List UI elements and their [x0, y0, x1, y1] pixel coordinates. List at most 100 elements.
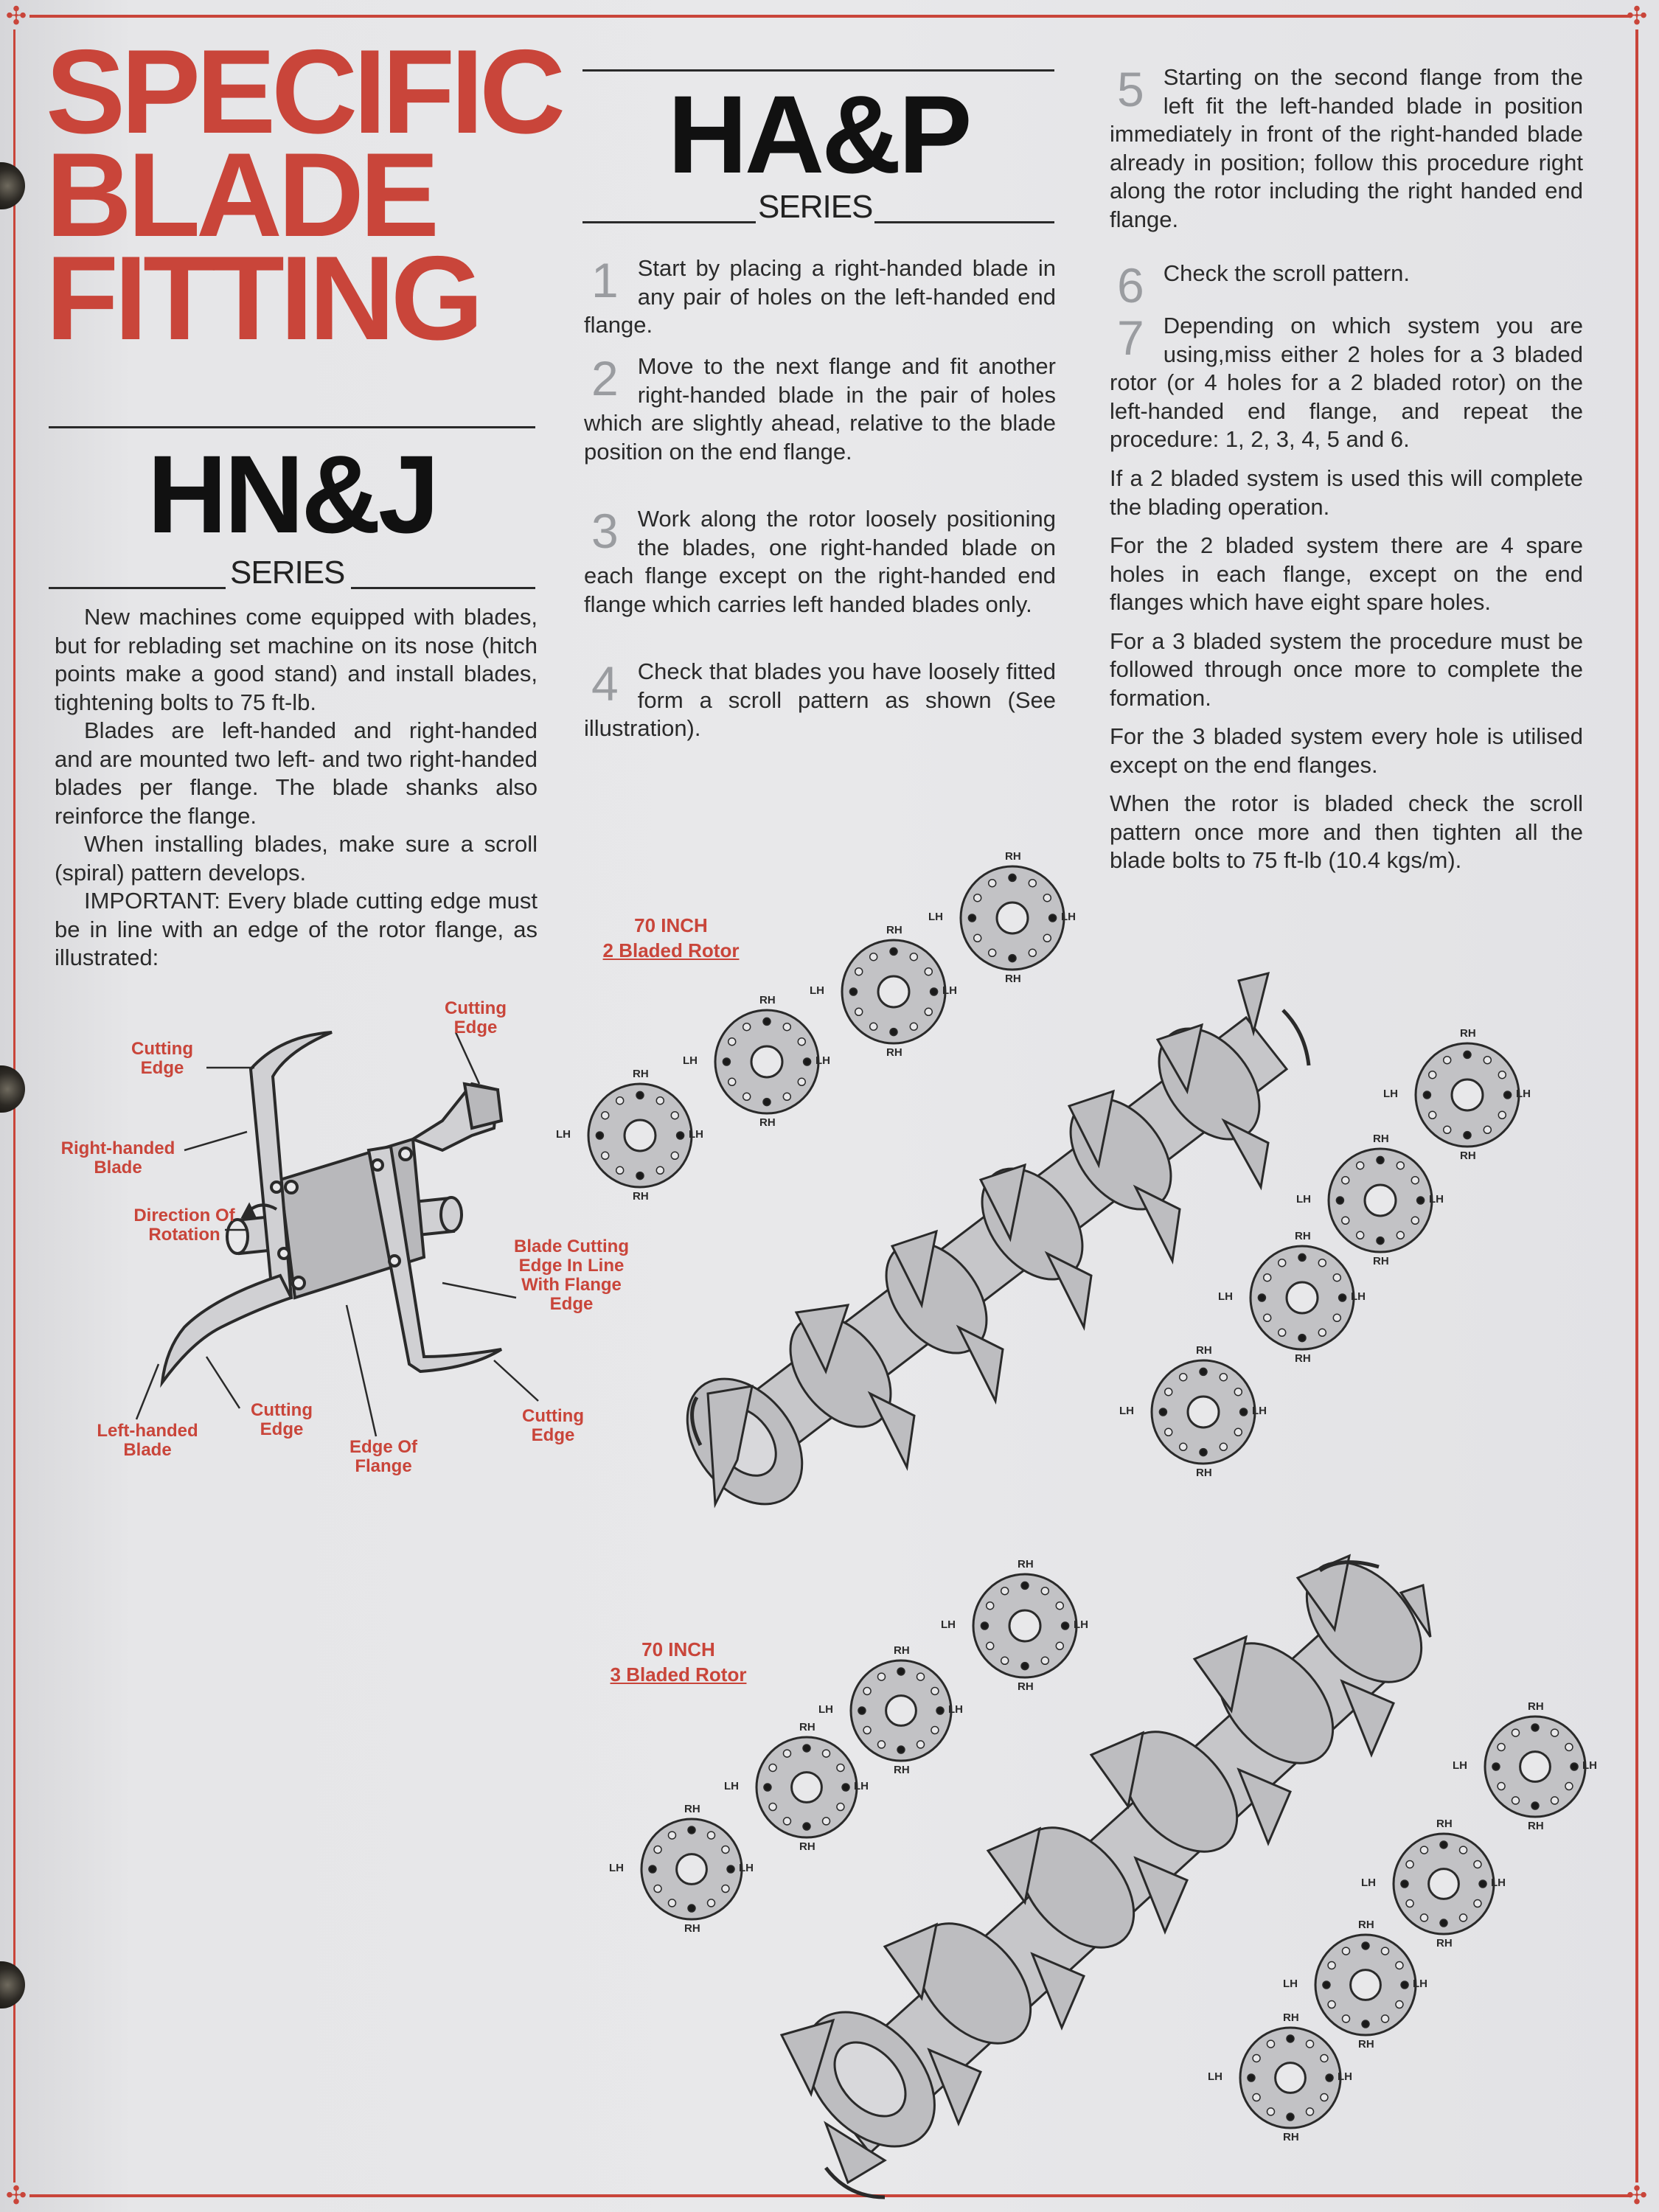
hand-label: RH: [633, 1190, 649, 1203]
bolt-hole-icon: [1380, 1947, 1390, 1955]
bolt-hole-icon: [936, 1706, 945, 1715]
bolt-hole-icon: [1492, 1762, 1500, 1771]
bolt-hole-icon: [1355, 1231, 1365, 1240]
hand-label: RH: [1358, 1919, 1374, 1931]
bolt-hole-icon: [600, 1151, 610, 1161]
hand-label: RH: [1018, 1558, 1034, 1571]
callout-cutting-edge: Cutting Edge: [251, 1400, 313, 1439]
bolt-hole-icon: [889, 1027, 898, 1037]
bolt-hole-icon: [854, 967, 863, 976]
bolt-hole-icon: [916, 1672, 925, 1681]
bolt-hole-icon: [1355, 1161, 1365, 1170]
bolt-hole-icon: [1498, 1110, 1507, 1120]
bolt-hole-icon: [802, 1744, 811, 1753]
flange-hub-icon: [750, 1045, 784, 1079]
bolt-hole-icon: [1327, 2000, 1336, 2009]
bolt-hole-icon: [897, 1745, 905, 1754]
figure-label-line: 2 Bladed Rotor: [602, 939, 740, 961]
bolt-hole-icon: [721, 1845, 730, 1854]
hand-label: LH: [1252, 1405, 1267, 1417]
hand-label: RH: [1196, 1467, 1212, 1479]
hand-label: RH: [1005, 850, 1021, 863]
bolt-hole-icon: [1000, 1586, 1009, 1596]
page-title: SPECIFIC BLADE FITTING: [46, 32, 566, 358]
paragraph: For a 3 bladed system the procedure must…: [1110, 627, 1583, 711]
bolt-hole-icon: [987, 878, 997, 888]
bolt-hole-icon: [1257, 1293, 1267, 1302]
bolt-hole-icon: [1400, 1980, 1409, 1989]
hand-label: LH: [942, 984, 957, 997]
hand-label: LH: [1074, 1618, 1088, 1631]
bolt-hole-icon: [1028, 878, 1037, 888]
bolt-hole-icon: [985, 1641, 995, 1651]
bolt-hole-icon: [1266, 2107, 1276, 2116]
bolt-hole-icon: [615, 1096, 625, 1105]
bolt-hole-icon: [863, 1686, 872, 1696]
hand-label: LH: [1491, 1877, 1506, 1889]
step-text: Work along the rotor loosely positioning…: [584, 506, 1056, 617]
step-number: 6: [1117, 258, 1144, 313]
callout-cutting-edge: Cutting Edge: [522, 1406, 584, 1445]
bolt-hole-icon: [797, 1037, 807, 1046]
bolt-hole-icon: [1458, 1846, 1468, 1854]
divider: [49, 426, 535, 428]
bolt-hole-icon: [1565, 1742, 1573, 1752]
bolt-hole-icon: [1400, 1879, 1409, 1888]
step-text: Starting on the second flange from the l…: [1110, 64, 1583, 232]
bolt-hole-icon: [1439, 1919, 1448, 1927]
hand-label: LH: [689, 1128, 703, 1141]
bolt-hole-icon: [1332, 1273, 1342, 1282]
bolt-hole-icon: [973, 893, 982, 902]
bolt-hole-icon: [1286, 2034, 1295, 2043]
bolt-hole-icon: [727, 1037, 737, 1046]
title-line: BLADE: [46, 128, 439, 262]
bolt-hole-icon: [1550, 1728, 1559, 1737]
bolt-hole-icon: [985, 1601, 995, 1610]
bolt-hole-icon: [670, 1110, 680, 1120]
bolt-hole-icon: [858, 1706, 866, 1715]
hand-label: LH: [941, 1618, 956, 1631]
bolt-hole-icon: [980, 1621, 990, 1630]
hand-label: RH: [1196, 1344, 1212, 1357]
bolt-hole-icon: [1550, 1796, 1559, 1805]
bolt-hole-icon: [987, 948, 997, 958]
bolt-hole-icon: [967, 914, 977, 922]
bolt-hole-icon: [1361, 1941, 1370, 1950]
hand-label: RH: [684, 1803, 700, 1815]
bolt-hole-icon: [802, 1057, 812, 1066]
bolt-hole-icon: [1405, 1899, 1414, 1908]
bolt-hole-icon: [1305, 2039, 1315, 2048]
bolt-hole-icon: [1277, 1258, 1287, 1267]
bolt-hole-icon: [1055, 1601, 1065, 1610]
completion-notes: If a 2 bladed system is used this will c…: [1110, 465, 1583, 875]
hand-label: RH: [1436, 1937, 1453, 1950]
bolt-hole-icon: [1442, 1055, 1452, 1065]
bolt-hole-icon: [655, 1166, 665, 1175]
bolt-hole-icon: [687, 1826, 696, 1834]
bolt-hole-icon: [1262, 1313, 1272, 1323]
bolt-hole-icon: [929, 987, 939, 996]
hand-label: RH: [886, 1046, 902, 1059]
step-text: Move to the next flange and fit another …: [584, 353, 1056, 465]
divider: [351, 587, 535, 589]
bolt-hole-icon: [1335, 1196, 1345, 1205]
bolt-hole-icon: [762, 1017, 771, 1026]
bolt-hole-icon: [1305, 2107, 1315, 2116]
figure-label-line: 70 INCH: [641, 1638, 715, 1660]
bolt-hole-icon: [1376, 1236, 1385, 1245]
flange-hub-icon: [877, 975, 911, 1009]
bolt-hole-icon: [1252, 2053, 1261, 2063]
callout-left-handed-blade: Left-handed Blade: [97, 1421, 198, 1460]
paragraph: Blades are left-handed and right-handed …: [55, 717, 538, 829]
bolt-hole-icon: [742, 1022, 751, 1032]
hand-label: RH: [799, 1721, 815, 1733]
bolt-hole-icon: [1298, 1253, 1307, 1262]
bolt-hole-icon: [924, 1007, 933, 1017]
bolt-hole-icon: [1376, 1155, 1385, 1165]
rotor-3-bladed-icon: [779, 1554, 1432, 2185]
bolt-hole-icon: [1000, 1656, 1009, 1666]
